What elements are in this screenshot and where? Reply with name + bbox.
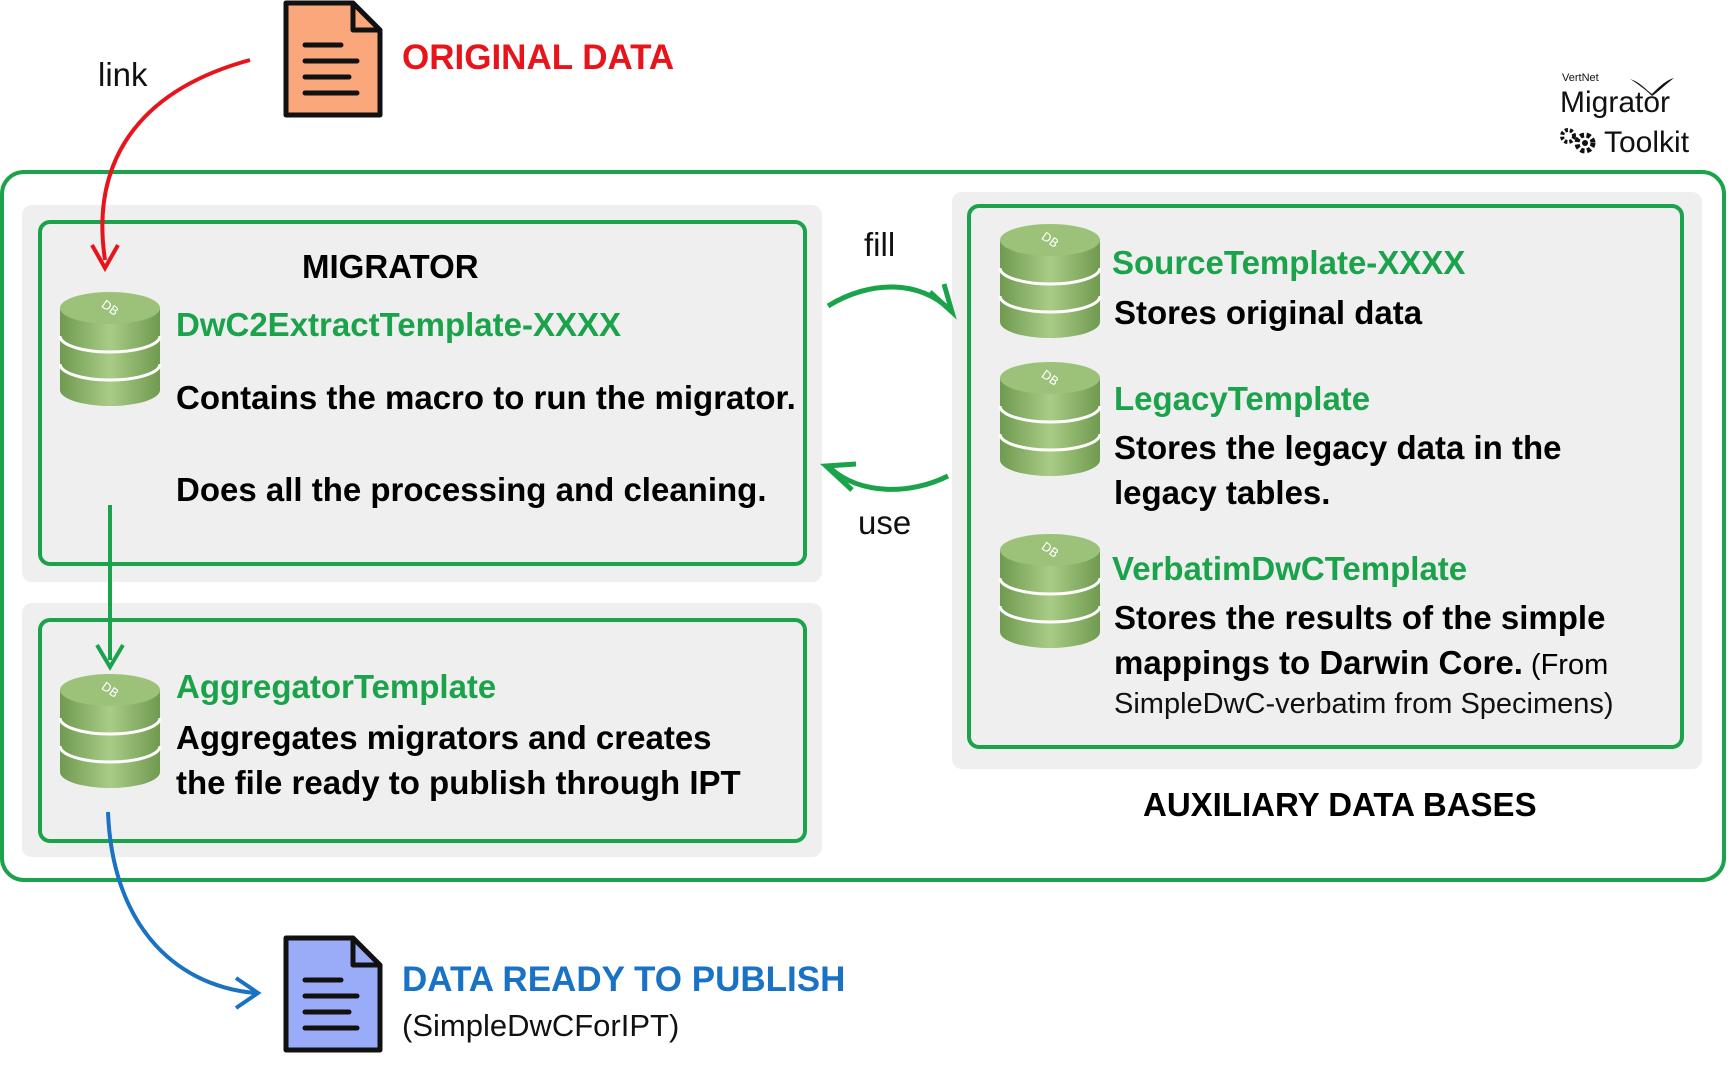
aggregator-name: AggregatorTemplate — [176, 668, 497, 705]
aggregator-box — [38, 618, 807, 843]
aggregator-line2: the file ready to publish through IPT — [176, 764, 741, 801]
migrator-heading: MIGRATOR — [302, 248, 479, 285]
migrator-box — [38, 220, 807, 566]
database-icon: DB — [58, 674, 162, 788]
database-icon: DB — [998, 534, 1102, 648]
vertnet-logo: VertNet Migrator Toolkit — [1558, 72, 1728, 164]
sourcetemplate-line1: Stores original data — [1114, 294, 1423, 331]
system-frame — [0, 170, 1726, 882]
database-icon: DB — [998, 224, 1102, 338]
use-label: use — [858, 504, 912, 541]
fill-label: fill — [864, 226, 896, 263]
migrator-logo-text: Migrator — [1560, 86, 1671, 119]
aggregator-line1: Aggregates migrators and creates — [176, 719, 712, 756]
output-title: DATA READY TO PUBLISH — [402, 960, 846, 999]
dwc2extract-name: DwC2ExtractTemplate-XXXX — [176, 306, 622, 343]
legacytemplate-name: LegacyTemplate — [1114, 380, 1371, 417]
database-icon: DB — [998, 362, 1102, 476]
auxiliary-box — [967, 204, 1684, 749]
bird-icon — [1630, 78, 1674, 96]
original-data-title: ORIGINAL DATA — [402, 38, 675, 77]
verbatimdwctemplate-name: VerbatimDwCTemplate — [1112, 550, 1468, 587]
legacytemplate-line2: legacy tables. — [1114, 474, 1331, 511]
document-icon-blue — [283, 935, 383, 1053]
migrator-line1: Contains the macro to run the migrator. — [176, 379, 796, 416]
migrator-line2: Does all the processing and cleaning. — [176, 471, 767, 508]
vertnet-text: VertNet — [1562, 72, 1599, 84]
verbatim-line1: Stores the results of the simple — [1114, 599, 1606, 636]
gears-icon — [1560, 128, 1596, 154]
verbatim-line2: mappings to Darwin Core. (From — [1114, 640, 1608, 688]
output-subtitle: (SimpleDwCForIPT) — [402, 1008, 680, 1043]
link-label: link — [98, 56, 148, 93]
toolkit-logo-text: Toolkit — [1604, 126, 1690, 159]
sourcetemplate-name: SourceTemplate-XXXX — [1112, 244, 1466, 281]
auxiliary-footer: AUXILIARY DATA BASES — [1143, 786, 1537, 823]
verbatim-line2-note: (From — [1522, 649, 1609, 681]
verbatim-line2-bold: mappings to Darwin Core. — [1114, 644, 1523, 681]
verbatim-line3: SimpleDwC-verbatim from Specimens) — [1114, 688, 1614, 720]
document-icon-orange — [283, 0, 383, 118]
database-icon: DB — [58, 292, 162, 406]
legacytemplate-line1: Stores the legacy data in the — [1114, 429, 1562, 466]
